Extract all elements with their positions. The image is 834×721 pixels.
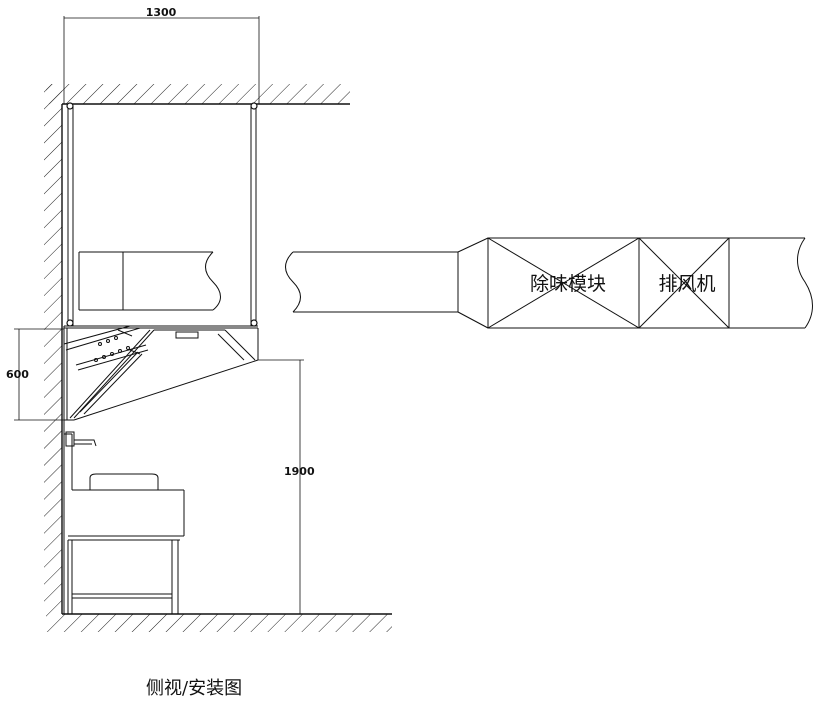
range-hood	[63, 325, 259, 421]
outlet-duct	[729, 237, 813, 329]
width-dimension-label: 1300	[146, 6, 177, 19]
exhaust-duct	[285, 237, 489, 329]
hood-height-dimension	[14, 328, 64, 421]
floor	[46, 613, 392, 632]
drawing-caption: 侧视/安装图	[146, 678, 243, 699]
ceiling	[46, 84, 350, 105]
install-height-label: 1900	[284, 465, 315, 478]
odor-module-label: 除味模块	[530, 273, 606, 295]
suspension-rods	[66, 102, 258, 327]
exhaust-fan-label: 排风机	[658, 273, 715, 295]
sink-table	[63, 420, 185, 614]
hood-height-label: 600	[6, 368, 29, 381]
odor-module: 除味模块	[487, 237, 640, 329]
install-height-dimension	[258, 359, 304, 614]
faucet	[65, 431, 97, 447]
wall	[44, 84, 63, 614]
width-dimension: 1300	[63, 6, 260, 104]
exhaust-fan: 排风机	[638, 237, 730, 329]
duct-section	[78, 251, 221, 311]
